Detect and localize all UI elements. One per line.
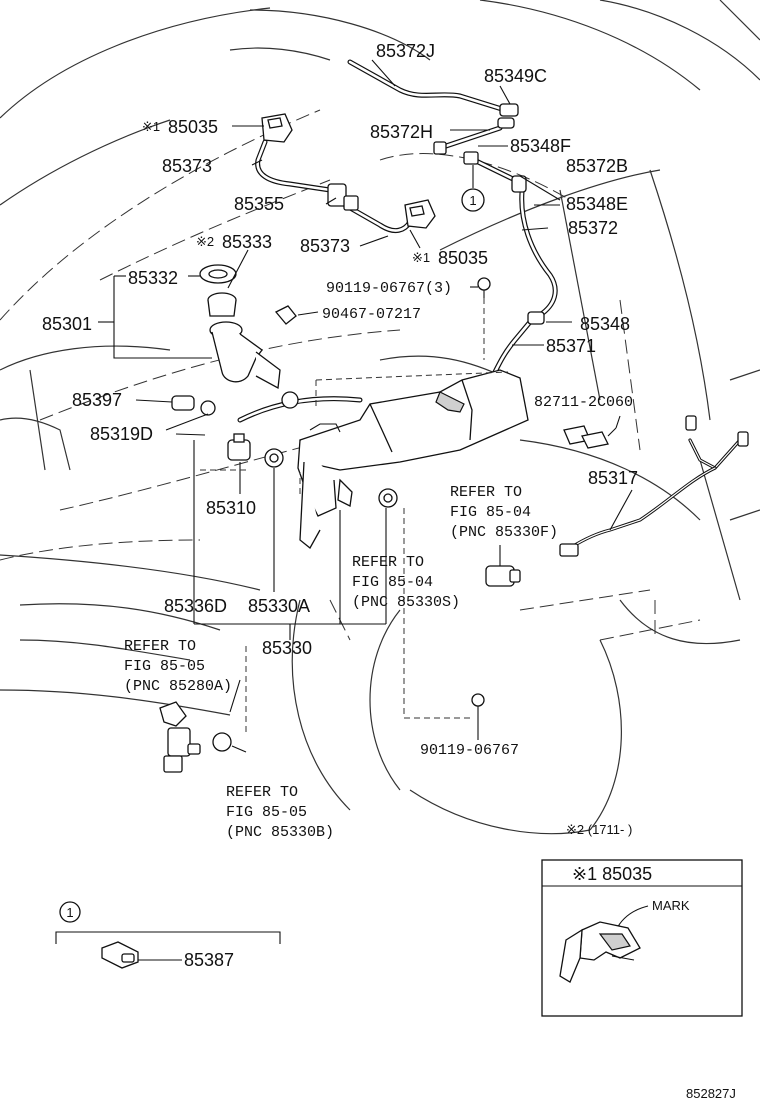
inset-85035: ※1 85035 MARK xyxy=(541,859,743,1017)
joint-85348E xyxy=(511,175,527,193)
ref-85330F-line1: REFER TO xyxy=(450,484,522,501)
label-90119-b: 90119-06767 xyxy=(420,742,519,759)
label-85035-upper: 85035 xyxy=(168,117,218,137)
detail-circle-1: 1 xyxy=(66,905,73,920)
leader-lines xyxy=(98,59,633,753)
inset-mark-label: MARK xyxy=(652,898,690,913)
clip-90467 xyxy=(274,305,297,325)
nozzle-85035-upper xyxy=(261,113,293,143)
label-85330: 85330 xyxy=(262,638,312,658)
hose-tank-link xyxy=(237,396,363,423)
dashed-guide-lines xyxy=(200,298,509,736)
ref-85330S: REFER TO FIG 85-04 (PNC 85330S) xyxy=(352,554,460,611)
grommet-85397 xyxy=(171,395,216,416)
label-85349C: 85349C xyxy=(484,66,547,86)
ref-85330F-line3: (PNC 85330F) xyxy=(450,524,558,541)
motor-85330F xyxy=(485,545,521,587)
label-85348: 85348 xyxy=(580,314,630,334)
note1-mark: ※1 xyxy=(142,119,160,134)
part-labels: 85372J 85349C ※1 85035 85372H 85348F 853… xyxy=(42,41,638,759)
note2-mark: ※2 xyxy=(196,234,214,249)
label-85372H: 85372H xyxy=(370,122,433,142)
label-85317: 85317 xyxy=(588,468,638,488)
ref-85330B: REFER TO FIG 85-05 (PNC 85330B) xyxy=(226,784,334,841)
detail-circle-label: 1 xyxy=(469,193,476,208)
label-82711: 82711-2C060 xyxy=(534,394,633,411)
grommet-left xyxy=(378,488,398,508)
wire-harness-85317 xyxy=(559,415,749,557)
label-85348E: 85348E xyxy=(566,194,628,214)
ref-85330F: REFER TO FIG 85-04 (PNC 85330F) xyxy=(450,484,558,541)
label-85373-lower: 85373 xyxy=(300,236,350,256)
ref-85330B-line2: FIG 85-05 xyxy=(226,804,307,821)
label-85371: 85371 xyxy=(546,336,596,356)
bolt-90119-a xyxy=(477,277,491,298)
label-85397: 85397 xyxy=(72,390,122,410)
cap-85333 xyxy=(207,292,237,317)
joint-85348 xyxy=(527,311,545,325)
note1-mark-2: ※1 xyxy=(412,250,430,265)
inlet-85301 xyxy=(209,321,281,390)
grommet-85330A xyxy=(264,448,284,468)
ref-85280A: REFER TO FIG 85-05 (PNC 85280A) xyxy=(124,638,232,695)
label-85333: 85333 xyxy=(222,232,272,252)
ref-85280A-line2: FIG 85-05 xyxy=(124,658,205,675)
hose-85372 xyxy=(519,189,558,318)
inset-header: ※1 85035 xyxy=(572,864,652,884)
ref-85280A-line1: REFER TO xyxy=(124,638,196,655)
relay-82711 xyxy=(563,425,617,449)
label-85336D: 85336D xyxy=(164,596,227,616)
ref-85330B-line3: (PNC 85330B) xyxy=(226,824,334,841)
diagram-id: 852827J xyxy=(686,1086,736,1101)
washer-tank-85330 xyxy=(297,369,529,549)
label-85035-lower: 85035 xyxy=(438,248,488,268)
hose-85372J xyxy=(347,59,508,113)
hose-85372H xyxy=(437,125,503,151)
label-85355: 85355 xyxy=(234,194,284,214)
joint-85349C xyxy=(497,103,519,129)
label-85372: 85372 xyxy=(568,218,618,238)
label-90467: 90467-07217 xyxy=(322,306,421,323)
pump-85310 xyxy=(227,433,251,461)
grommet-85319D xyxy=(281,391,299,409)
label-85330A: 85330A xyxy=(248,596,310,616)
date-note: ※2 (1711- ) xyxy=(566,822,632,837)
joint-85348F xyxy=(433,141,479,165)
label-85372J: 85372J xyxy=(376,41,435,61)
detail-85387: 1 85387 xyxy=(55,901,281,970)
label-85332: 85332 xyxy=(128,268,178,288)
nozzle-85035-lower xyxy=(404,199,436,229)
bolt-90119-b xyxy=(471,693,485,740)
ref-85280A-line3: (PNC 85280A) xyxy=(124,678,232,695)
ref-85330F-line2: FIG 85-04 xyxy=(450,504,531,521)
label-85373-upper: 85373 xyxy=(162,156,212,176)
label-85387: 85387 xyxy=(184,950,234,970)
label-85310: 85310 xyxy=(206,498,256,518)
ref-85330S-line3: (PNC 85330S) xyxy=(352,594,460,611)
hose-85371 xyxy=(492,319,533,375)
label-85348F: 85348F xyxy=(510,136,571,156)
label-90119-a: 90119-06767(3) xyxy=(326,280,452,297)
gasket-85332 xyxy=(199,264,237,284)
check-valve-85355 xyxy=(327,183,359,211)
ref-85330B-line1: REFER TO xyxy=(226,784,298,801)
ref-85330S-line2: FIG 85-04 xyxy=(352,574,433,591)
hose-85373-upper xyxy=(255,139,333,193)
label-85372B: 85372B xyxy=(566,156,628,176)
detail-circle-marker: 1 xyxy=(461,165,485,212)
ref-85330S-line1: REFER TO xyxy=(352,554,424,571)
label-85319D: 85319D xyxy=(90,424,153,444)
motor-85280A xyxy=(159,701,232,773)
label-85301: 85301 xyxy=(42,314,92,334)
